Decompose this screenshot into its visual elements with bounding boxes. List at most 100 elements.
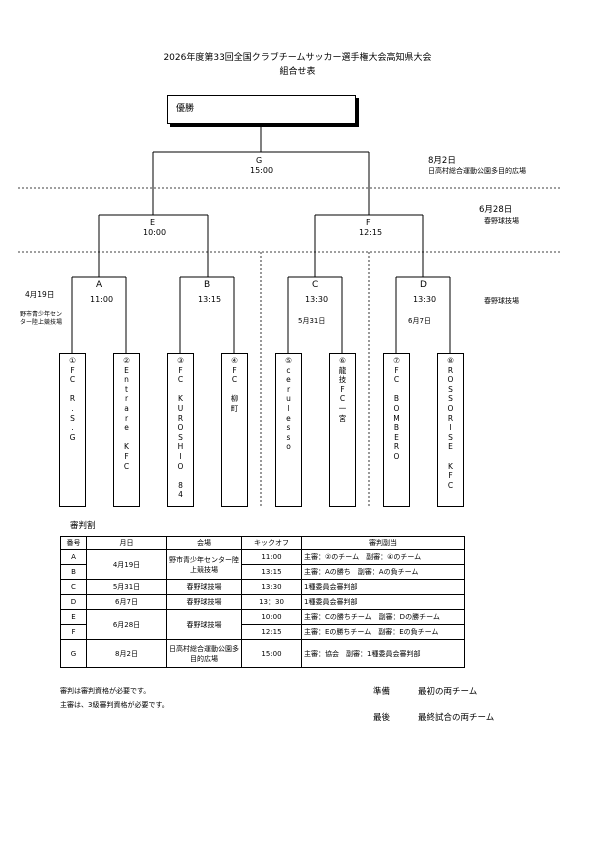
- document-subtitle: 組合せ表: [279, 67, 316, 77]
- note-2: 主審は、3級審判資格が必要です。: [60, 701, 169, 709]
- match-code: G: [60, 639, 87, 668]
- qf-d-date: 6月7日: [408, 317, 431, 325]
- final-code: G: [256, 156, 263, 165]
- team-box: ④ F C 柳 町: [221, 353, 248, 507]
- qf-d-time: 13:30: [413, 295, 437, 304]
- match-venue: 春野球技場: [166, 594, 242, 610]
- match-date: 6月7日: [86, 594, 167, 610]
- match-referee: 1種委員会審判部: [301, 579, 465, 595]
- match-referee: 主審：Eの勝ちチーム 副審：Eの負チーム: [301, 624, 465, 640]
- match-referee: 主審：Aの勝ち 副審：Aの負チーム: [301, 564, 465, 580]
- match-code: D: [60, 594, 87, 610]
- match-code: F: [60, 624, 87, 640]
- match-kickoff: 13:15: [241, 564, 302, 580]
- team-box: ② E n t r a r e K F C: [113, 353, 140, 507]
- team-number: ③: [177, 356, 184, 365]
- team-number: ④: [231, 356, 238, 365]
- table-row: B 13:15 主審：Aの勝ち 副審：Aの負チーム: [60, 564, 465, 580]
- qf-d-code: D: [420, 280, 427, 290]
- team-box: ⑥ 龍 技 F C 一 宮: [329, 353, 356, 507]
- match-date: 4月19日: [86, 549, 167, 580]
- match-code: A: [60, 549, 87, 565]
- match-kickoff: 12:15: [241, 624, 302, 640]
- match-referee: 主審：協会 副審：1種委員会審判部: [301, 639, 465, 668]
- team-number: ⑧: [447, 356, 454, 365]
- match-date: 6月28日: [86, 609, 167, 640]
- semi-f-time: 12:15: [359, 228, 383, 237]
- match-referee: 主審：②のチーム 副審：④のチーム: [301, 549, 465, 565]
- qf-left-date: 4月19日: [25, 290, 55, 299]
- table-header-row: 番号 月日 会場 キックオフ 審判副当: [60, 536, 465, 550]
- qf-c-time: 13:30: [305, 295, 329, 304]
- cleanup-value: 最終試合の両チーム: [418, 713, 495, 723]
- table-row: E 6月28日 春野球技場 10:00 主審：Cの勝ちチーム 副審：Dの勝チーム: [60, 609, 465, 640]
- semi-f-code: F: [366, 218, 371, 227]
- semi-date: 6月28日: [479, 205, 513, 215]
- team-name: F C 柳 町: [230, 365, 239, 413]
- header-cell: 月日: [86, 536, 167, 550]
- cleanup-label: 最後: [373, 713, 391, 723]
- match-kickoff: 13：30: [241, 594, 302, 610]
- qf-c-code: C: [312, 280, 319, 290]
- semi-e-time: 10:00: [143, 228, 167, 237]
- referee-heading: 審判割: [70, 521, 96, 531]
- match-kickoff: 11:00: [241, 549, 302, 565]
- team-box: ⑧ R O S S O R I S E K F C: [437, 353, 464, 507]
- match-referee: 1種委員会審判部: [301, 594, 465, 610]
- qf-b-code: B: [204, 280, 211, 290]
- match-code: C: [60, 579, 87, 595]
- match-referee: 主審：Cの勝ちチーム 副審：Dの勝チーム: [301, 609, 465, 625]
- team-name: E n t r a r e K F C: [123, 365, 130, 471]
- final-time: 15:00: [250, 166, 274, 175]
- final-date: 8月2日: [428, 156, 456, 166]
- team-name: c e r u l e s s o: [286, 365, 291, 452]
- qf-left-venue-1: 野市青少年セン: [20, 311, 63, 318]
- header-cell: 審判副当: [301, 536, 465, 550]
- qf-left-venue-2: ター陸上競技場: [20, 319, 63, 326]
- match-date: 5月31日: [86, 579, 167, 595]
- qf-right-venue: 春野球技場: [484, 297, 519, 305]
- team-number: ①: [69, 356, 76, 365]
- semi-venue: 春野球技場: [484, 217, 519, 225]
- match-venue: 日高村総合運動公園多目的広場: [166, 639, 242, 668]
- team-number: ②: [123, 356, 130, 365]
- note-1: 審判は審判資格が必要です。: [60, 687, 151, 695]
- team-name: 龍 技 F C 一 宮: [338, 365, 347, 423]
- match-code: B: [60, 564, 87, 580]
- header-cell: 会場: [166, 536, 242, 550]
- qf-a-code: A: [96, 280, 103, 290]
- team-name: F C R . S . G: [69, 365, 76, 442]
- header-cell: 番号: [60, 536, 87, 550]
- team-box: ⑤ c e r u l e s s o: [275, 353, 302, 507]
- table-row: C 5月31日 春野球技場 13:30 1種委員会審判部: [60, 579, 465, 595]
- table-row: A 4月19日 野市青少年センター陸上競技場 11:00 主審：②のチーム 副審…: [60, 549, 465, 580]
- qf-a-time: 11:00: [90, 295, 114, 304]
- semi-e-code: E: [150, 218, 156, 227]
- match-kickoff: 10:00: [241, 609, 302, 625]
- team-name: F C B O M B E R O: [393, 365, 400, 461]
- team-name: R O S S O R I S E K F C: [447, 365, 454, 490]
- match-date: 8月2日: [86, 639, 167, 668]
- final-venue: 日高村総合運動公園多目的広場: [428, 167, 526, 175]
- team-number: ⑥: [339, 356, 346, 365]
- match-venue: 春野球技場: [166, 609, 242, 640]
- team-number: ⑤: [285, 356, 292, 365]
- document-title: 2026年度第33回全国クラブチームサッカー選手権大会高知県大会: [163, 53, 432, 63]
- header-cell: キックオフ: [241, 536, 302, 550]
- table-row: D 6月7日 春野球技場 13：30 1種委員会審判部: [60, 594, 465, 610]
- team-number: ⑦: [393, 356, 400, 365]
- table-row: F 12:15 主審：Eの勝ちチーム 副審：Eの負チーム: [60, 624, 465, 640]
- prep-value: 最初の両チーム: [418, 687, 478, 697]
- team-name: F C K U R O S H I O 8 4: [177, 365, 184, 500]
- team-box: ③ F C K U R O S H I O 8 4: [167, 353, 194, 507]
- qf-b-time: 13:15: [198, 295, 222, 304]
- team-box: ⑦ F C B O M B E R O: [383, 353, 410, 507]
- qf-c-date: 5月31日: [298, 317, 326, 325]
- team-box: ① F C R . S . G: [59, 353, 86, 507]
- match-venue: 野市青少年センター陸上競技場: [166, 549, 242, 580]
- prep-label: 準備: [373, 687, 391, 697]
- match-venue: 春野球技場: [166, 579, 242, 595]
- match-kickoff: 13:30: [241, 579, 302, 595]
- champion-box: 優勝: [167, 95, 356, 124]
